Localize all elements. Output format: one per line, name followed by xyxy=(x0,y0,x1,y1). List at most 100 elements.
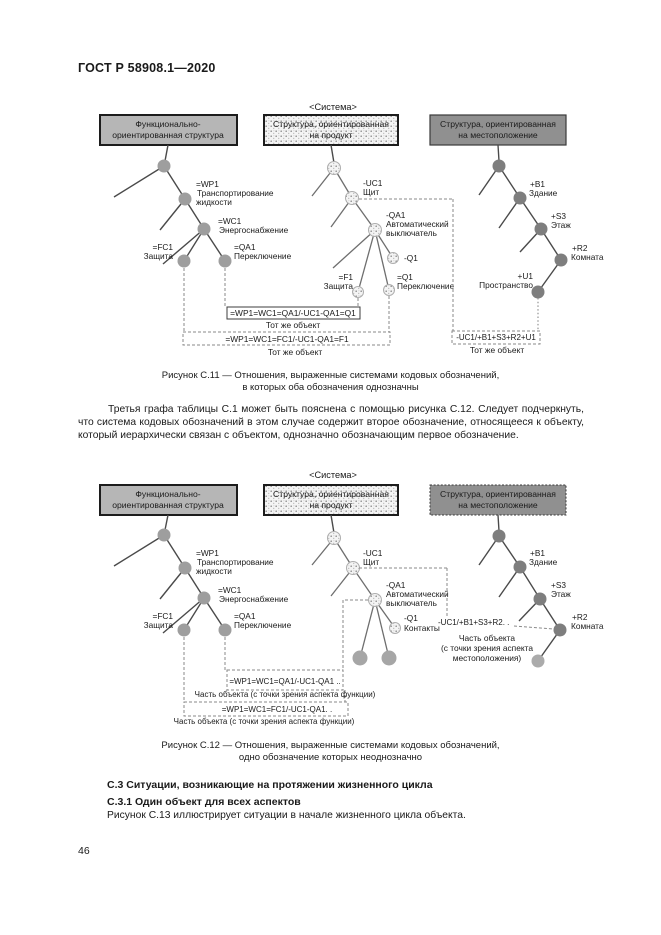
node-label-s3: +S3 xyxy=(551,580,566,590)
node-label-b1: Здание xyxy=(529,188,558,198)
node-label-r2: Комната xyxy=(571,621,604,631)
node-label-uc1: -UC1 xyxy=(363,548,383,558)
node-label-fc1: =FC1 xyxy=(152,242,173,252)
node-label-r2: +R2 xyxy=(572,612,588,622)
node-label-uc1: Щит xyxy=(363,557,379,567)
node-label-uc1: -UC1 xyxy=(363,178,383,188)
node-label-wc1: Энергоснабжение xyxy=(219,225,289,235)
product-tree-edges xyxy=(311,537,396,659)
relation-box-location xyxy=(451,330,541,345)
node-label-uc1: Щит xyxy=(363,187,379,197)
figure-c11-diagram: <Система> Функционально- ориентированная… xyxy=(99,102,604,357)
node-label-wc1: =WC1 xyxy=(218,585,242,595)
unlabeled-location-node xyxy=(531,654,545,668)
node-label-wp1: Транспортирование xyxy=(197,188,274,198)
functional-structure-label: ориентированная структура xyxy=(112,500,224,510)
location-structure-label: на местоположение xyxy=(458,130,538,140)
relation-formula-location: -UC1/+B1+S3+R2+U1 xyxy=(456,333,536,342)
relation-note-outer: Тот же объект xyxy=(268,347,323,357)
node-label-qa1p: выключатель xyxy=(386,598,437,608)
product-structure-label: на продукт xyxy=(309,130,352,140)
relation-leader-lines xyxy=(183,567,554,702)
product-structure-label: Структура, ориентированная xyxy=(273,119,389,129)
relation-note-inner: Часть объекта (с точки зрения аспекта фу… xyxy=(195,690,376,699)
product-structure-box xyxy=(263,484,399,516)
relation-formula-inner: =WP1=WC1=QA1/-UC1-QA1 .. xyxy=(229,677,340,686)
relation-formula-inner: =WP1=WC1=QA1/-UC1-QA1=Q1 xyxy=(230,308,356,318)
relation-note-outer: Часть объекта (с точки зрения аспекта фу… xyxy=(174,717,355,726)
figure-c12-caption: Рисунок С.12 — Отношения, выраженные сис… xyxy=(0,740,661,763)
location-tree-nodes xyxy=(492,159,568,299)
functional-structure-label: Функционально- xyxy=(135,119,200,129)
unlabeled-object-nodes xyxy=(352,650,397,666)
node-label-s3: Этаж xyxy=(551,220,571,230)
caption-line: Рисунок С.12 — Отношения, выраженные сис… xyxy=(161,740,500,751)
functional-structure-label: ориентированная структура xyxy=(112,130,224,140)
node-label-s3: +S3 xyxy=(551,211,566,221)
caption-line: Рисунок С.11 — Отношения, выраженные сис… xyxy=(161,370,500,381)
node-label-wp1: =WP1 xyxy=(196,179,219,189)
section-heading-c31: С.3.1 Один объект для всех аспектов xyxy=(107,796,301,808)
relation-box-inner xyxy=(226,669,344,691)
node-label-qa1p: -QA1 xyxy=(386,580,406,590)
caption-line: одно обозначение которых неоднозначно xyxy=(238,751,423,763)
product-structure-label: Структура, ориентированная xyxy=(273,489,389,499)
function-tree-nodes xyxy=(157,528,232,637)
functional-structure-label: Функционально- xyxy=(135,489,200,499)
relation-leader-lines xyxy=(183,198,539,332)
node-label-r2: Комната xyxy=(571,252,604,262)
node-label-u1: +U1 xyxy=(518,271,534,281)
location-structure-label: Структура, ориентированная xyxy=(440,119,556,129)
location-tree-nodes xyxy=(492,529,567,637)
functional-structure-box xyxy=(99,484,238,516)
caption-line: в которых оба обозначения однозначны xyxy=(242,381,419,393)
node-label-wc1: =WC1 xyxy=(218,216,242,226)
section-heading-c3: С.3 Ситуации, возникающие на протяжении … xyxy=(107,779,433,791)
relation-formula-outer: =WP1=WC1=FC1/-UC1-QA1. . xyxy=(222,705,332,714)
node-label-qa1p: Автоматический xyxy=(386,589,449,599)
node-label-qa1p: Автоматический xyxy=(386,219,449,229)
document-title: ГОСТ Р 58908.1—2020 xyxy=(78,61,216,75)
location-structure-label: Структура, ориентированная xyxy=(440,489,556,499)
relation-note-location: местоположения) xyxy=(453,653,522,663)
relation-formula-outer: =WP1=WC1=FC1/-UC1-QA1=F1 xyxy=(225,334,349,344)
relation-note-location: Часть объекта xyxy=(459,633,516,643)
relation-note-inner: Тот же объект xyxy=(266,320,321,330)
node-label-fc1: =FC1 xyxy=(152,611,173,621)
product-structure-label: на продукт xyxy=(309,500,352,510)
node-label-wp1: =WP1 xyxy=(196,548,219,558)
node-label-q1: =Q1 xyxy=(397,272,413,282)
node-label-fc1: Защита xyxy=(144,251,174,261)
node-label-q1: Переключение xyxy=(397,281,455,291)
function-tree-nodes xyxy=(157,159,232,268)
page-number: 46 xyxy=(78,845,90,857)
location-structure-label: на местоположение xyxy=(458,500,538,510)
node-label-qa1p: -QA1 xyxy=(386,210,406,220)
relation-note-location: Тот же объект xyxy=(470,345,525,355)
node-label-b1: Здание xyxy=(529,557,558,567)
node-label-wp1: жидкости xyxy=(196,566,232,576)
node-label-b1: +B1 xyxy=(530,548,545,558)
node-label-q1-top: -Q1 xyxy=(404,253,418,263)
box-stems xyxy=(164,514,500,534)
location-structure-box xyxy=(429,484,567,516)
node-label-wc1: Энергоснабжение xyxy=(219,594,289,604)
node-label-fc1: Защита xyxy=(144,620,174,630)
node-label-qa1f: Переключение xyxy=(234,620,292,630)
node-label-f1: Защита xyxy=(324,281,354,291)
node-label-q1: Контакты xyxy=(404,623,440,633)
relation-box-inner xyxy=(226,306,361,320)
product-tree-nodes xyxy=(327,531,401,634)
node-label-u1: Пространство xyxy=(479,280,533,290)
node-label-r2: +R2 xyxy=(572,243,588,253)
figure-c12-diagram: <Система> Функционально- ориентированная… xyxy=(99,470,604,726)
node-label-b1: +B1 xyxy=(530,179,545,189)
node-label-q1: -Q1 xyxy=(404,613,418,623)
functional-structure-box xyxy=(99,114,238,146)
product-tree-nodes xyxy=(327,161,399,298)
node-label-qa1f: Переключение xyxy=(234,251,292,261)
node-label-f1: =F1 xyxy=(338,272,353,282)
figure-c11-caption: Рисунок С.11 — Отношения, выраженные сис… xyxy=(0,370,661,393)
section-c31-text: Рисунок С.13 иллюстрирует ситуации в нач… xyxy=(107,810,466,821)
